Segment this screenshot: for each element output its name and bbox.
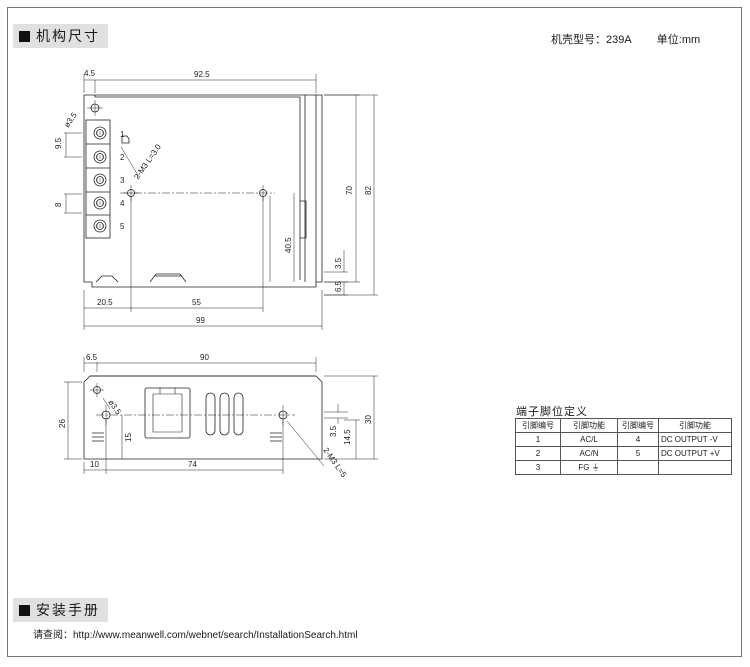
installation-link-text[interactable]: 请查阅：http://www.meanwell.com/webnet/searc… xyxy=(33,630,358,641)
pin-cell: 2 xyxy=(515,446,561,461)
terminal-number-5: 5 xyxy=(120,222,125,231)
dim-6.5-side: 6.5 xyxy=(86,353,98,362)
dim-20.5: 20.5 xyxy=(97,298,113,307)
page-frame xyxy=(7,7,742,657)
dim-10: 10 xyxy=(90,460,99,469)
screw-leader-top xyxy=(120,146,140,178)
terminal-number-2: 2 xyxy=(120,153,125,162)
terminal-number-1: 1 xyxy=(120,130,125,139)
table-row: 3 FG ⏚ xyxy=(515,460,732,475)
terminal-number-3: 3 xyxy=(120,176,125,185)
section-dimensions-header: 机构尺寸 xyxy=(13,24,108,48)
dim-82: 82 xyxy=(364,186,373,195)
dim-8: 8 xyxy=(54,202,63,207)
pin-definition-table: 引脚编号 引脚功能 引脚编号 引脚功能 1 AC/L 4 DC OUTPUT -… xyxy=(515,418,732,475)
dim-74: 74 xyxy=(188,460,197,469)
pin-cell: 4 xyxy=(617,432,659,447)
pin-cell: AC/N xyxy=(560,446,618,461)
pin-cell: FG ⏚ xyxy=(560,460,618,475)
top-view-slot xyxy=(300,200,307,239)
header-pin-func-2: 引脚功能 xyxy=(658,418,732,433)
section-install-title: 安装手册 xyxy=(36,602,100,618)
screw-leader-side xyxy=(286,420,325,467)
dim-92.5: 92.5 xyxy=(194,70,210,79)
dim-3.5-side: 3.5 xyxy=(329,425,338,437)
dim-55: 55 xyxy=(192,298,201,307)
square-bullet-icon xyxy=(19,604,30,616)
top-view-cover-fold xyxy=(299,95,317,282)
square-bullet-icon xyxy=(19,30,30,42)
terminal-screws xyxy=(93,126,107,233)
vent-slot-2 xyxy=(219,392,230,436)
dim-6.5-top: 6.5 xyxy=(334,280,343,292)
top-view-top-edge xyxy=(94,95,300,98)
section-install-header: 安装手册 xyxy=(13,598,108,622)
top-hole-label: ø3.5 xyxy=(62,110,79,129)
led-indicator xyxy=(121,135,130,144)
case-info: 机壳型号：239A 单位:mm xyxy=(551,31,722,47)
pin-cell: 1 xyxy=(515,432,561,447)
dim-70: 70 xyxy=(345,186,354,195)
side-view-window xyxy=(144,387,191,439)
pin-cell xyxy=(658,460,732,475)
dim-4.5: 4.5 xyxy=(84,69,96,78)
dim-15: 15 xyxy=(124,433,133,442)
header-pin-func-1: 引脚功能 xyxy=(560,418,618,433)
top-view-foot-left xyxy=(95,275,119,283)
top-view-foot-mid xyxy=(149,273,187,283)
pin-cell: 5 xyxy=(617,446,659,461)
pin-table-header-row: 引脚编号 引脚功能 引脚编号 引脚功能 xyxy=(515,418,732,433)
dim-90: 90 xyxy=(200,353,209,362)
section-dimensions-title: 机构尺寸 xyxy=(36,28,100,44)
table-row: 1 AC/L 4 DC OUTPUT -V xyxy=(515,432,732,447)
header-pin-no-2: 引脚编号 xyxy=(617,418,659,433)
pin-cell xyxy=(617,460,659,475)
dim-40.5: 40.5 xyxy=(284,237,293,253)
top-view-outline xyxy=(83,94,323,288)
top-screw-label: 2-M3 L=3.0 xyxy=(132,142,163,181)
pin-cell: DC OUTPUT -V xyxy=(658,432,732,447)
dim-9.5: 9.5 xyxy=(54,137,63,149)
pin-table-title: 端子脚位定义 xyxy=(516,406,588,418)
terminal-number-4: 4 xyxy=(120,199,125,208)
vent-slot-1 xyxy=(205,392,216,436)
case-model: 机壳型号：239A xyxy=(551,34,632,46)
pin-cell: 3 xyxy=(515,460,561,475)
dim-26: 26 xyxy=(58,419,67,428)
dim-99: 99 xyxy=(196,316,205,325)
dim-30: 30 xyxy=(364,415,373,424)
pin-cell: AC/L xyxy=(560,432,618,447)
vent-slot-3 xyxy=(233,392,244,436)
dim-14.5: 14.5 xyxy=(343,429,352,445)
unit-label: 单位:mm xyxy=(656,34,701,46)
terminal-dividers xyxy=(86,143,110,216)
side-screw-label: 2-M3 L=5 xyxy=(321,446,348,479)
dim-3.5-top: 3.5 xyxy=(334,257,343,269)
terminal-block xyxy=(85,119,111,239)
table-row: 2 AC/N 5 DC OUTPUT +V xyxy=(515,446,732,461)
pin-cell: DC OUTPUT +V xyxy=(658,446,732,461)
header-pin-no-1: 引脚编号 xyxy=(515,418,561,433)
